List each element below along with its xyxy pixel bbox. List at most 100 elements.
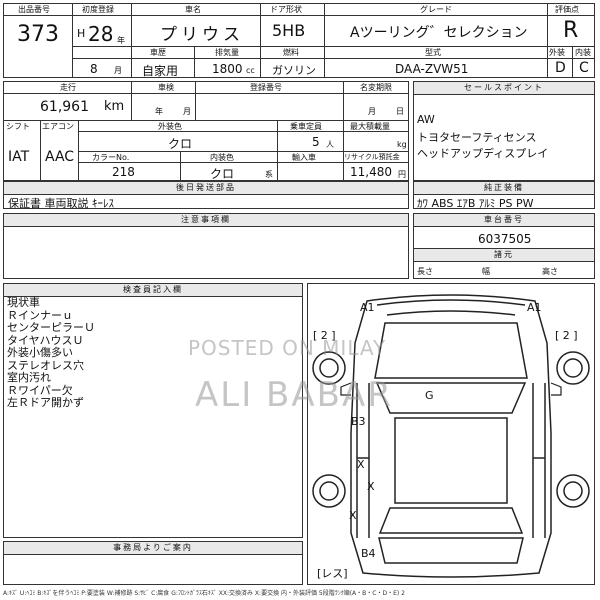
mark-les: [レス] xyxy=(317,567,348,580)
history: 自家用 xyxy=(142,64,179,78)
score-label: 評価点 xyxy=(555,5,579,14)
load-label: 最大積載量 xyxy=(350,122,390,131)
trunk xyxy=(378,537,524,564)
legend: A:ｷｽﾞ U:ﾍｺﾐ B:ｷｽﾞを伴うﾍｺﾐ P:要塗装 W:補修跡 S:ｻﾋ… xyxy=(3,590,405,597)
equip-items: ｶﾜ ABS ｴｱB ｱﾙﾐ PS PW xyxy=(417,197,534,210)
sales-title: セールスポイント xyxy=(464,83,544,92)
chassis-number: 6037505 xyxy=(478,232,532,246)
later-parts-label: 後日発送部品 xyxy=(176,183,236,192)
note-3: センターピラーＵ xyxy=(7,321,95,334)
model-code: DAA-ZVW51 xyxy=(395,62,469,76)
mileage-label: 走行 xyxy=(60,83,76,92)
mark-2-right: [ 2 ] xyxy=(555,329,578,342)
disp-unit: cc xyxy=(246,66,255,75)
capacity: 5 xyxy=(312,135,320,149)
ext-grade: D xyxy=(555,60,566,76)
recycle-amount: 11,480 xyxy=(350,165,392,179)
note-2: Ｒインナーｕ xyxy=(7,308,73,322)
recycle-unit: 円 xyxy=(398,170,406,179)
year-suffix: 年 xyxy=(117,36,125,45)
later-parts: 保証書 車両取説 ｷｰﾚｽ xyxy=(8,197,114,210)
sales-box xyxy=(413,81,595,181)
car-diagram-box xyxy=(307,283,595,585)
nc-month: 月 xyxy=(368,107,376,116)
first-reg-label: 初度登録 xyxy=(82,5,114,14)
reg-year: 28 xyxy=(88,22,114,46)
dim-width: 幅 xyxy=(482,267,490,276)
name-change-label: 名変期限 xyxy=(360,83,392,92)
int-label: 内装 xyxy=(575,48,591,57)
int-color-label: 内装色 xyxy=(210,153,234,162)
inspector-title: 検査員記入欄 xyxy=(123,285,183,294)
int-grade: C xyxy=(579,60,589,76)
fuel: ガソリン xyxy=(272,64,316,77)
mileage-unit: km xyxy=(104,99,125,114)
disp-label: 排気量 xyxy=(215,48,239,57)
office-title: 事務局よりご案内 xyxy=(113,543,193,552)
mark-2-left: [ 2 ] xyxy=(313,329,336,342)
dim-height: 高さ xyxy=(542,267,558,276)
score: R xyxy=(563,18,579,43)
front-bumper xyxy=(376,299,526,306)
door-label: ドア形状 xyxy=(270,5,302,14)
displacement: 1800 xyxy=(212,62,243,76)
chassis-title: 車台番号 xyxy=(484,215,524,224)
grade-label: グレード xyxy=(420,5,452,14)
car-diagram: A1 A1 [ 2 ] [ 2 ] G B3 X X X B4 [レス] xyxy=(312,294,590,580)
shift-label: シフト xyxy=(6,122,30,131)
fuel-label: 燃料 xyxy=(283,48,299,57)
caution-title: 注意事項欄 xyxy=(181,215,231,224)
reg-month: 8 xyxy=(90,62,98,76)
hood xyxy=(374,322,528,379)
month-suffix: 月 xyxy=(114,66,122,75)
recycle-label: リサイクル預託金 xyxy=(344,153,400,161)
mark-b4: B4 xyxy=(361,547,376,560)
int-color-unit: 系 xyxy=(265,170,273,179)
mark-b3: B3 xyxy=(351,415,366,428)
ac-label: エアコン xyxy=(42,122,74,131)
load-unit: kg xyxy=(397,140,407,149)
history-label: 車歴 xyxy=(150,48,166,57)
note-8: Ｒワイパー欠 xyxy=(7,383,73,397)
era: H xyxy=(77,27,86,40)
rear-window xyxy=(378,507,524,534)
ext-color: クロ xyxy=(168,137,193,151)
car-name-label: 車名 xyxy=(185,5,201,14)
grade: Aツーリング゛セレクション xyxy=(350,25,528,41)
capacity-label: 乗車定員 xyxy=(290,122,322,131)
sales-point-3: ヘッドアップディスプレイ xyxy=(417,147,549,160)
windshield xyxy=(375,382,527,414)
lot-label: 出品番号 xyxy=(18,5,50,14)
mirror-right xyxy=(550,382,562,396)
note-7: 室内汚れ xyxy=(7,371,51,384)
note-4: タイヤハウスＵ xyxy=(7,333,84,347)
roof xyxy=(394,417,508,504)
door-type: 5HB xyxy=(272,21,306,40)
mark-g: G xyxy=(425,389,434,402)
nc-day: 日 xyxy=(396,107,404,116)
import-label: 輸入車 xyxy=(292,153,316,162)
mileage: 61,961 xyxy=(40,99,89,115)
dim-length: 長さ xyxy=(417,267,433,276)
mark-a1-right: A1 xyxy=(527,301,542,314)
note-6: ステレオレス穴 xyxy=(7,358,84,372)
regno-label: 登録番号 xyxy=(250,83,282,92)
mirror-left xyxy=(340,382,352,396)
sales-point-2: トヨタセーフティセンス xyxy=(417,131,537,144)
sales-point-1: AW xyxy=(417,113,435,126)
inspector-notes: 現状車 Ｒインナーｕ センターピラーＵ タイヤハウスＵ 外装小傷多い ステレオレ… xyxy=(7,296,95,410)
mark-x-3: X xyxy=(349,509,357,522)
car-body-outline xyxy=(350,294,552,578)
insp-month: 月 xyxy=(183,107,191,116)
model-label: 型式 xyxy=(425,48,441,57)
ext-label: 外装 xyxy=(549,48,565,57)
note-1: 現状車 xyxy=(7,296,40,309)
capacity-unit: 人 xyxy=(326,140,334,149)
lot-number: 373 xyxy=(17,22,59,47)
equip-title: 純正装備 xyxy=(484,183,524,192)
color-no-label: カラーNo. xyxy=(92,153,130,162)
note-9: 左Ｒドア開かず xyxy=(7,396,84,409)
color-no: 218 xyxy=(112,165,135,179)
int-color: クロ xyxy=(210,167,235,181)
car-name: プリウス xyxy=(160,25,244,45)
